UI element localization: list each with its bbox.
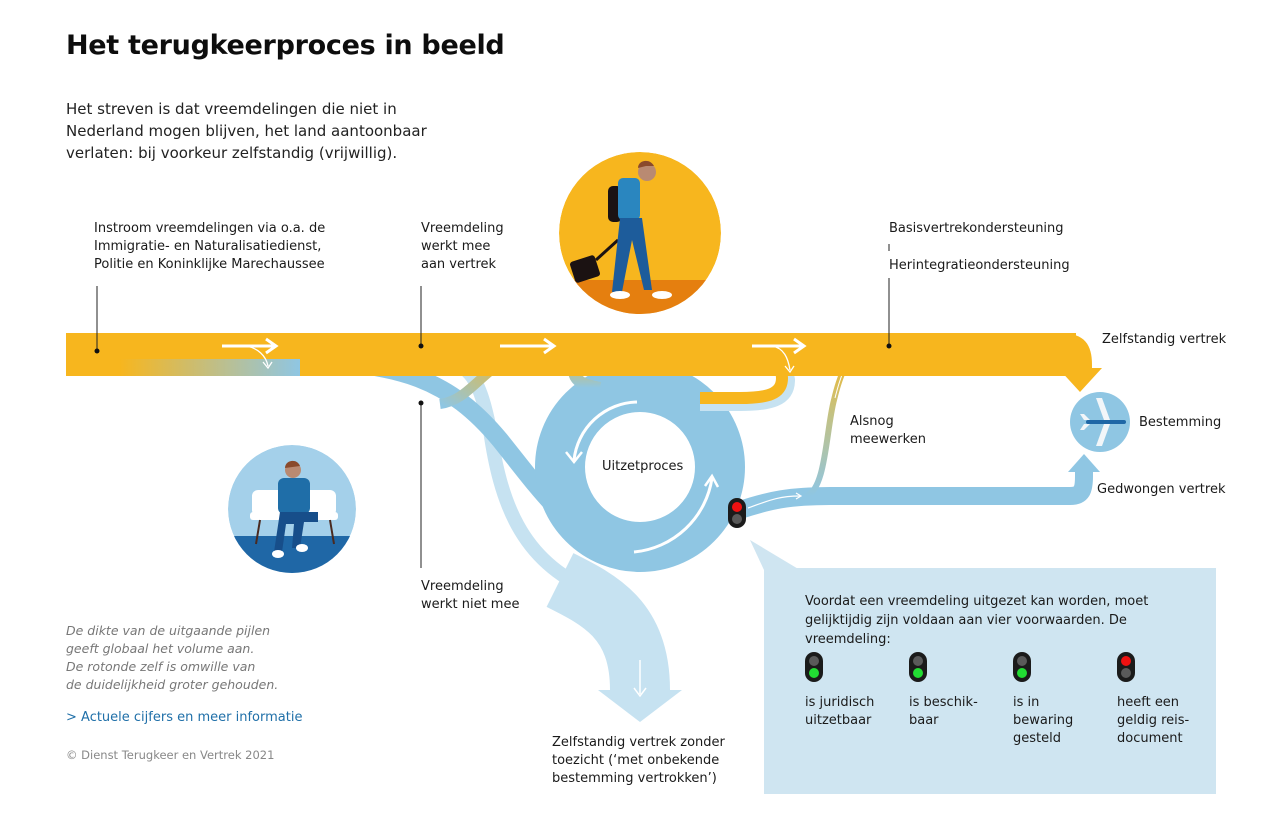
lamp-top (1121, 656, 1131, 666)
label-line: Vreemdeling (421, 221, 504, 236)
flow-zelfstandig-vertrek (66, 333, 1102, 392)
copyright: © Dienst Terugkeer en Vertrek 2021 (66, 748, 275, 762)
intro-text: Het streven is dat vreemdelingen die nie… (66, 100, 427, 162)
condition-line: baar (909, 713, 939, 728)
condition-line: geldig reis- (1117, 713, 1190, 728)
traffic-light-icon (728, 498, 746, 528)
leader-lines (96, 244, 890, 568)
label-line: bestemming vertrokken’) (552, 771, 717, 786)
condition-line: bewaring (1013, 713, 1074, 728)
label-line: toezicht (‘met onbekende (552, 753, 720, 768)
label-line: Vreemdeling (421, 579, 504, 594)
flow-gedwongen-vertrek (737, 454, 1100, 519)
lamp-bottom (913, 668, 923, 678)
traffic-light-icon (1117, 652, 1135, 682)
note-line: De dikte van de uitgaande pijlen (66, 623, 271, 638)
walking-traveler-illustration (559, 152, 721, 314)
note-line: geeft globaal het volume aan. (66, 641, 255, 656)
condition-line: heeft een (1117, 695, 1180, 710)
callout-pointer (750, 540, 800, 570)
traffic-light-green-lamp (732, 514, 742, 524)
lamp-bottom (1121, 668, 1131, 678)
leader-dots (94, 343, 892, 406)
traffic-light-icon (909, 652, 927, 682)
label-line: Zelfstandig vertrek zonder (552, 735, 725, 750)
flow-werkt-niet-mee (160, 353, 605, 549)
label-line: werkt niet mee (421, 597, 520, 612)
lamp-top (913, 656, 923, 666)
label-uitzetproces: Uitzetproces (602, 459, 684, 474)
label-zelfstandig-vertrek: Zelfstandig vertrek (1102, 332, 1227, 347)
condition-line: gesteld (1013, 731, 1061, 746)
label-line: Immigratie- en Naturalisatiedienst, (94, 239, 322, 254)
condition-text: is in bewaring gesteld (1013, 694, 1113, 748)
note-line: De rotonde zelf is omwille van (66, 659, 256, 674)
label-line: Instroom vreemdelingen via o.a. de (94, 221, 326, 236)
condition-line: document (1117, 731, 1183, 746)
conditions-panel: Voordat een vreemdeling uitgezet kan wor… (764, 568, 1216, 794)
label-herintegratieondersteuning: Herintegratieondersteuning (889, 258, 1070, 273)
condition-text: heeft een geldig reis- document (1117, 694, 1217, 748)
label-line: Politie en Koninklijke Marechaussee (94, 257, 325, 272)
traffic-light-icon (1013, 652, 1031, 682)
condition-text: is juridisch uitzetbaar (805, 694, 905, 730)
traffic-light-icon (805, 652, 823, 682)
label-line: Alsnog (850, 414, 894, 429)
lamp-top (1017, 656, 1027, 666)
page-title: Het terugkeerproces in beeld (66, 30, 505, 61)
seated-person-illustration (228, 445, 356, 573)
note-line: de duidelijkheid groter gehouden. (66, 677, 279, 692)
volume-note: De dikte van de uitgaande pijlen geeft g… (66, 622, 326, 694)
label-instroom: Instroom vreemdelingen via o.a. de Immig… (94, 220, 325, 274)
traffic-light-red-lamp (732, 502, 742, 512)
condition-line: is juridisch (805, 695, 875, 710)
condition-text: is beschik- baar (909, 694, 1009, 730)
label-line: werkt mee (421, 239, 491, 254)
lamp-bottom (809, 668, 819, 678)
conditions-intro: Voordat een vreemdeling uitgezet kan wor… (805, 594, 1149, 647)
condition-line: is beschik- (909, 695, 978, 710)
more-info-link[interactable]: > Actuele cijfers en meer informatie (66, 710, 303, 725)
label-werkt-niet-mee: Vreemdeling werkt niet mee (421, 578, 519, 614)
lamp-top (809, 656, 819, 666)
label-basisvertrekondersteuning: Basisvertrekondersteuning (889, 221, 1064, 236)
label-alsnog-meewerken: Alsnog meewerken (850, 413, 926, 449)
label-gedwongen-vertrek: Gedwongen vertrek (1097, 482, 1226, 497)
rotonde-uitzetproces (535, 362, 745, 572)
label-bestemming: Bestemming (1139, 415, 1222, 430)
label-werkt-mee: Vreemdeling werkt mee aan vertrek (421, 220, 504, 274)
label-zonder-toezicht: Zelfstandig vertrek zonder toezicht (‘me… (552, 734, 725, 788)
airplane-icon (1070, 392, 1130, 452)
condition-line: uitzetbaar (805, 713, 872, 728)
condition-line: is in (1013, 695, 1040, 710)
label-line: aan vertrek (421, 257, 497, 272)
lamp-bottom (1017, 668, 1027, 678)
label-line: meewerken (850, 432, 926, 447)
